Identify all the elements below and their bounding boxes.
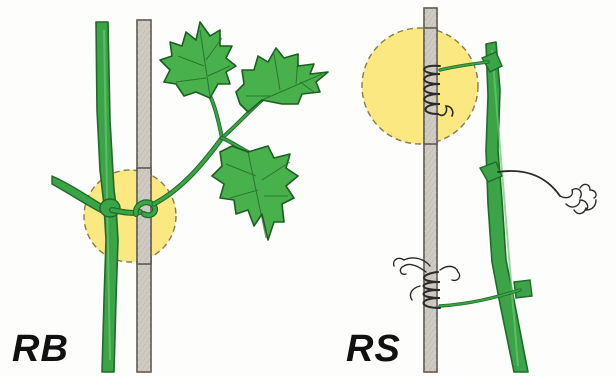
leaflet-upper-left-rb — [160, 22, 236, 98]
panel-label-rb: RB — [12, 328, 69, 371]
highlight-circle-rb — [84, 170, 176, 262]
panel-label-rs: RS — [346, 328, 401, 371]
leaflet-upper-right-rb — [236, 48, 328, 112]
leaflet-bottom-rb — [212, 146, 298, 240]
panel-rs — [362, 8, 596, 372]
highlight-circle-rs — [362, 28, 478, 144]
panel-rb — [52, 20, 328, 372]
tendril-free-rs — [498, 171, 596, 214]
main-stem-rs — [486, 42, 528, 372]
